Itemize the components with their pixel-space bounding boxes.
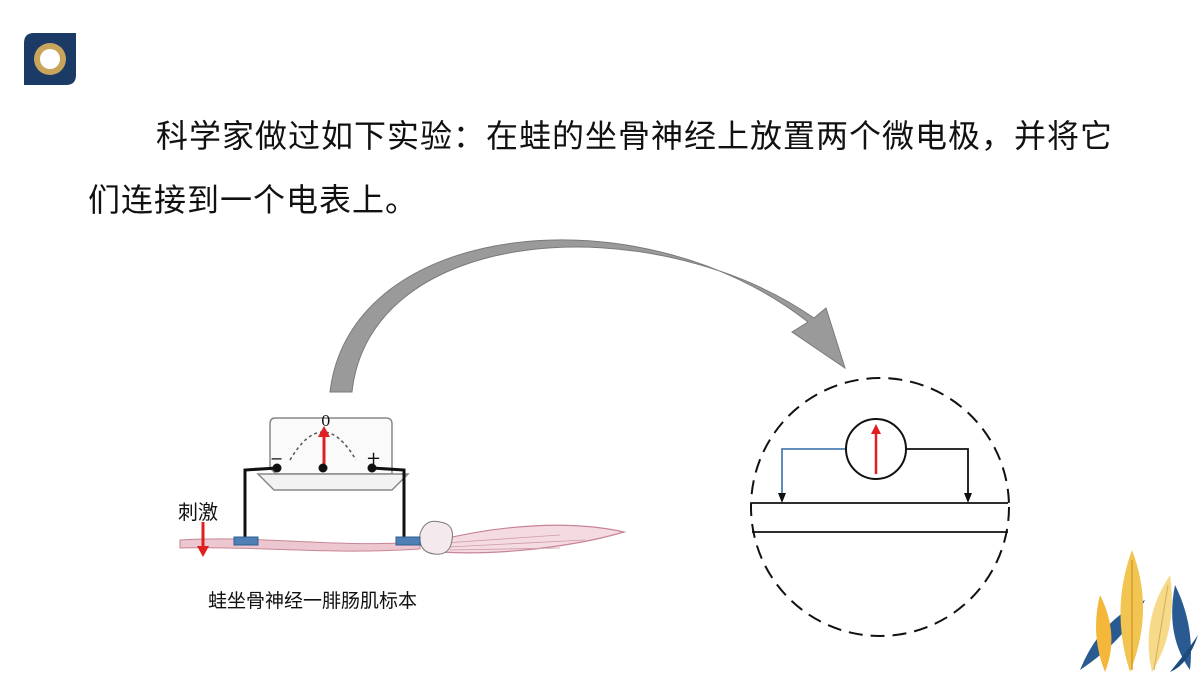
meter-minus-mark: − (270, 449, 283, 468)
left-wire (243, 466, 278, 540)
galvanometer-icon (256, 417, 410, 491)
circle-logo-icon (24, 33, 76, 85)
left-electrode (233, 536, 259, 546)
meter-plus-mark: + (366, 448, 381, 469)
right-wire (371, 466, 406, 540)
stimulus-label: 刺激 (178, 500, 218, 524)
specimen-label: 蛙坐骨神经一腓肠肌标本 (208, 590, 418, 612)
leaves-decoration-icon (1080, 550, 1198, 672)
meter-zero-mark: 0 (321, 412, 331, 430)
curved-arrow-icon (329, 239, 846, 393)
intro-paragraph: 科学家做过如下实验：在蛙的坐骨神经上放置两个微电极，并将它们连接到一个电表上。 (88, 117, 1114, 219)
right-electrode (395, 536, 421, 546)
magnified-circuit-view (750, 377, 1010, 637)
nerve-muscle-specimen (179, 520, 625, 555)
